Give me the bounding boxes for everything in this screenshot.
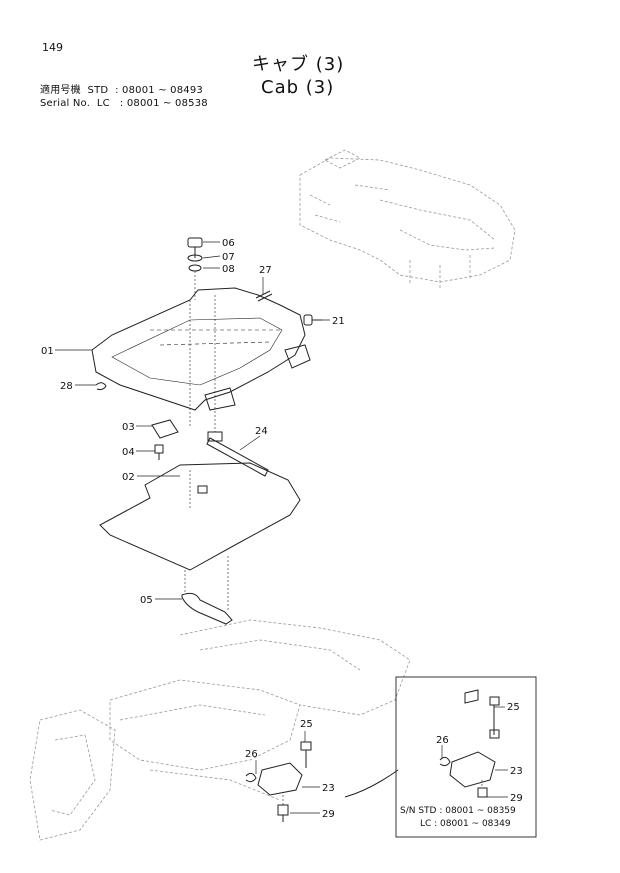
inset-frame xyxy=(395,676,537,838)
callout-04: 04 xyxy=(122,447,135,458)
title-japanese: キャブ (3) xyxy=(252,54,345,75)
callout-28: 28 xyxy=(60,381,73,392)
callout-06: 06 xyxy=(222,238,235,249)
serial-line-1: 適用号機 STD : 08001 ~ 08493 xyxy=(40,85,203,96)
leader-lines xyxy=(55,241,330,814)
callout-24: 24 xyxy=(255,426,268,437)
callout-03: 03 xyxy=(122,422,135,433)
callout-08: 08 xyxy=(222,264,235,275)
part-06-bolt xyxy=(187,237,203,258)
serial-line-2: Serial No. LC : 08001 ~ 08538 xyxy=(40,98,208,109)
callout-07: 07 xyxy=(222,252,235,263)
part-07-washer xyxy=(187,254,203,262)
part-25-bolt xyxy=(300,741,312,768)
part-24-rod xyxy=(206,431,269,477)
callout-26: 26 xyxy=(245,749,258,760)
cab-frame-upper-drawing xyxy=(299,149,516,290)
part-03-bracket xyxy=(151,419,179,439)
part-02-floor-mat xyxy=(99,462,301,571)
title-english: Cab (3) xyxy=(261,77,335,98)
inset-arrow xyxy=(344,769,399,798)
page-number: 149 xyxy=(42,41,63,54)
callout-05: 05 xyxy=(140,595,153,606)
part-08-washer xyxy=(188,264,202,272)
inset-callout-26: 26 xyxy=(436,735,449,746)
part-26-clip xyxy=(245,772,257,783)
part-04-screw xyxy=(154,444,164,460)
cab-frame-lower-drawing xyxy=(29,619,411,841)
callout-27: 27 xyxy=(259,265,272,276)
part-05-support xyxy=(181,556,233,625)
part-28-clip xyxy=(95,382,107,391)
callout-02: 02 xyxy=(122,472,135,483)
part-29-screw xyxy=(277,804,289,822)
part-27-pin xyxy=(255,290,273,302)
part-01-cover-panel xyxy=(91,287,311,432)
inset-callout-25: 25 xyxy=(507,702,520,713)
inset-callout-23: 23 xyxy=(510,766,523,777)
callout-01: 01 xyxy=(41,346,54,357)
inset-note-2: LC : 08001 ~ 08349 xyxy=(420,819,511,829)
callout-25: 25 xyxy=(300,719,313,730)
part-23-bracket xyxy=(257,762,303,796)
callout-23: 23 xyxy=(322,783,335,794)
inset-assembly xyxy=(439,689,508,798)
callout-21: 21 xyxy=(332,316,345,327)
inset-callout-29: 29 xyxy=(510,793,523,804)
callout-29: 29 xyxy=(322,809,335,820)
inset-note-1: S/N STD : 08001 ~ 08359 xyxy=(400,806,516,816)
